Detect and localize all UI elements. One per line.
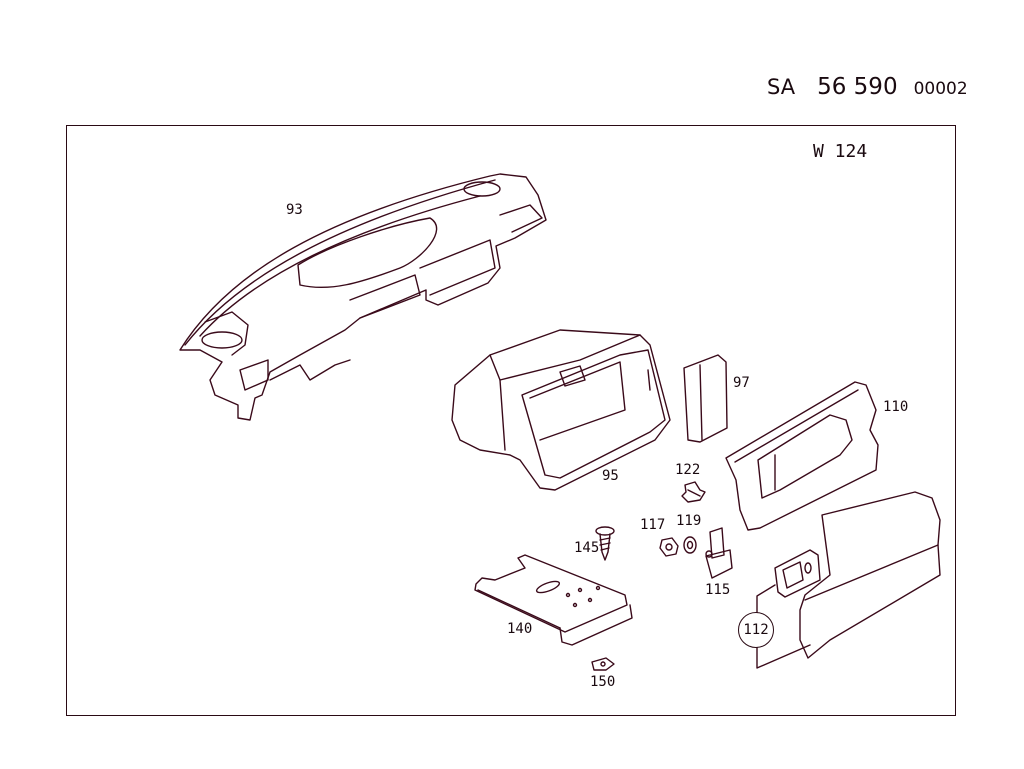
group-number: 56 590 — [817, 74, 898, 100]
callout-93[interactable]: 93 — [286, 202, 303, 218]
part-93-dashboard[interactable] — [179, 173, 547, 421]
part-112-lid-outer[interactable] — [756, 491, 941, 669]
part-97-cover[interactable] — [683, 354, 728, 443]
part-110-lid-inner[interactable] — [725, 381, 879, 531]
callout-97[interactable]: 97 — [733, 375, 750, 391]
callout-119[interactable]: 119 — [676, 513, 702, 529]
part-95-glove-box[interactable] — [451, 329, 671, 491]
sheet-number: 00002 — [913, 79, 968, 99]
model-label: W 124 — [813, 141, 868, 162]
callout-145[interactable]: 145 — [574, 540, 600, 556]
callout-122[interactable]: 122 — [675, 462, 701, 478]
part-140-bracket[interactable] — [474, 554, 633, 646]
callout-115[interactable]: 115 — [705, 582, 731, 598]
part-150-speed-nut[interactable] — [591, 657, 615, 671]
callout-112[interactable]: 112 — [738, 612, 774, 648]
callout-117[interactable]: 117 — [640, 517, 666, 533]
drawing-header: SA 56 590 00002 — [767, 74, 968, 104]
callout-110[interactable]: 110 — [883, 399, 909, 415]
callout-95[interactable]: 95 — [602, 468, 619, 484]
part-145-screw[interactable] — [595, 526, 615, 561]
callout-140[interactable]: 140 — [507, 621, 533, 637]
part-117-nut[interactable] — [659, 537, 679, 557]
header-prefix: SA — [767, 75, 796, 99]
drawing-frame — [66, 125, 956, 716]
part-119-washer[interactable] — [683, 536, 697, 554]
part-122-clip[interactable] — [681, 481, 706, 503]
callout-150[interactable]: 150 — [590, 674, 616, 690]
part-115-hinge[interactable] — [705, 527, 733, 579]
